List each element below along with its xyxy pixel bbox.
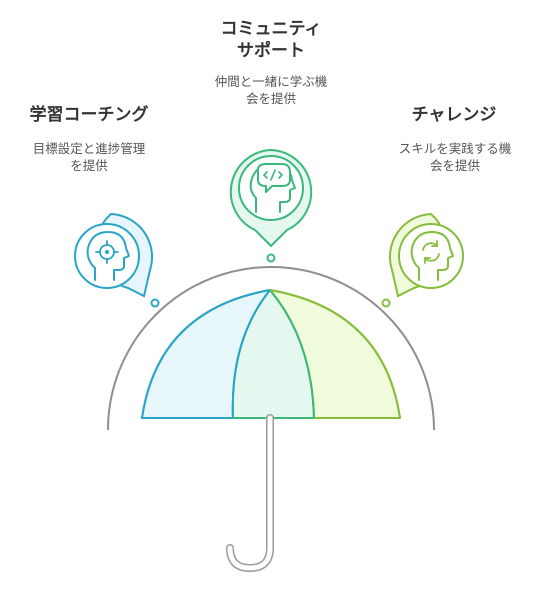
community-support-description-line-1: 仲間と一緒に学ぶ機: [214, 74, 328, 89]
challenge-title: チャレンジ: [392, 104, 516, 126]
community-support-description-line-2: 会を提供: [245, 91, 296, 106]
challenge-description: スキルを実践する機 会を提供: [380, 140, 530, 174]
challenge-description-line-2: 会を提供: [429, 158, 480, 173]
arc-dot-top: [266, 253, 276, 263]
challenge-title-line-1: チャレンジ: [411, 105, 497, 125]
learning-coaching-title: 学習コーチング: [16, 104, 162, 126]
target-head-icon: [74, 212, 153, 298]
refresh-head-icon: [389, 212, 464, 298]
community-support-description: 仲間と一緒に学ぶ機 会を提供: [196, 73, 346, 107]
learning-coaching-title-line-1: 学習コーチング: [29, 105, 149, 125]
community-support-title-line-2: サポート: [237, 41, 305, 61]
challenge-description-line-1: スキルを実践する機: [398, 141, 512, 156]
arc-dot-right: [381, 298, 391, 308]
learning-coaching-description-line-2: を提供: [70, 158, 108, 173]
community-support-title-line-1: コミュニティ: [220, 19, 322, 39]
chat-code-head-icon: [229, 148, 313, 248]
learning-coaching-description-line-1: 目標設定と進捗管理: [32, 141, 146, 156]
learning-coaching-description: 目標設定と進捗管理 を提供: [14, 140, 164, 174]
community-support-title: コミュニティ サポート: [200, 18, 342, 62]
arc-dot-left: [150, 298, 160, 308]
support-arc: [107, 266, 435, 431]
umbrella-handle: [226, 414, 274, 573]
